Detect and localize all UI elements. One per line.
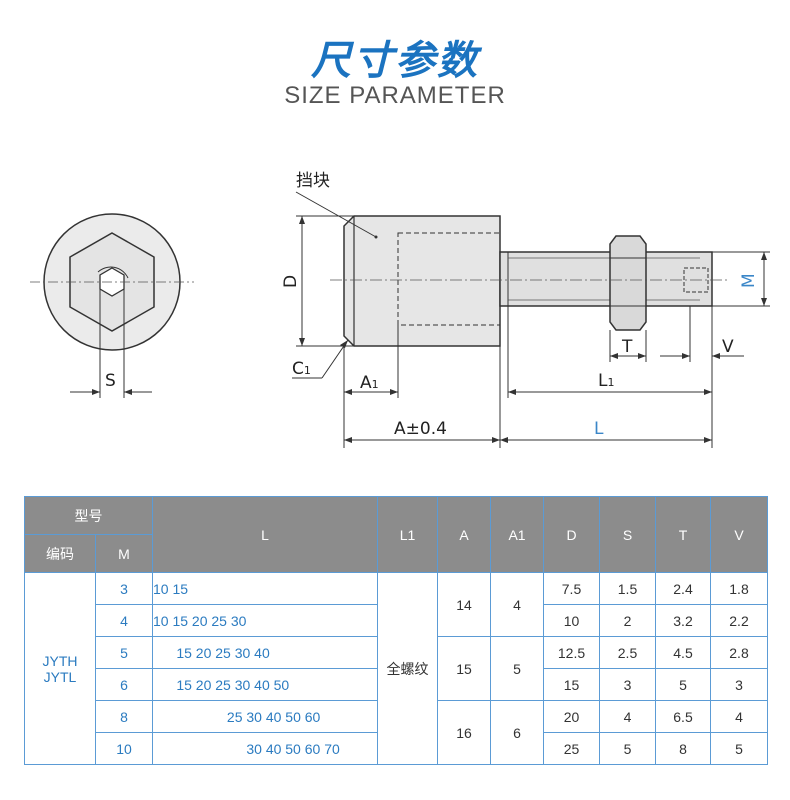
header-L1: L1 [377,496,438,573]
cell-S: 2 [599,604,656,637]
cell-T: 5 [655,668,711,701]
cell-T: 4.5 [655,636,711,669]
table-row: 6 15 20 25 30 40 50 15 3 5 3 [25,668,768,701]
page-title-cn: 尺寸参数 [311,38,479,84]
header-V: V [710,496,768,573]
cell-A1: 6 [490,700,544,765]
cell-S: 5 [599,732,656,765]
cell-V: 1.8 [710,572,768,605]
cell-A1: 5 [490,636,544,701]
threaded-shaft [499,251,713,307]
cell-A: 15 [437,636,491,701]
label-L: L [594,419,604,439]
page-title-en: SIZE PARAMETER [284,82,506,109]
header-L: L [152,496,378,573]
cell-V: 2.2 [710,604,768,637]
side-view [330,215,730,347]
cell-T: 6.5 [655,700,711,733]
cell-D: 15 [543,668,600,701]
cell-T: 2.4 [655,572,711,605]
cell-L: 25 30 40 50 60 [152,700,378,733]
cell-D: 10 [543,604,600,637]
header-D: D [543,496,600,573]
cell-M: 5 [95,636,153,669]
cell-A: 16 [437,700,491,765]
table-row: 8 25 30 40 50 60 16 6 20 4 6.5 4 [25,700,768,765]
label-T: T [621,337,633,357]
label-A: A±0.4 [394,419,447,439]
hex-socket [99,267,125,297]
cell-D: 12.5 [543,636,600,669]
cell-L: 10 15 [152,572,378,605]
cell-S: 3 [599,668,656,701]
cell-A1: 4 [490,572,544,637]
table-row: 10 30 40 50 60 70 25 5 8 5 [25,732,768,765]
cell-M: 8 [95,700,153,733]
cell-L: 15 20 25 30 40 [152,636,378,669]
label-V: V [722,337,734,357]
header-T: T [655,496,711,573]
cell-A: 14 [437,572,491,637]
cell-V: 5 [710,732,768,765]
technical-drawing: S 挡块 D C1 A1 [30,171,770,448]
table-row: 5 15 20 25 30 40 15 5 12.5 2.5 4.5 2.8 [25,636,768,701]
label-D: D [281,275,301,288]
label-A1: A1 [360,373,379,393]
label-block: 挡块 [296,171,330,191]
cell-L: 10 15 20 25 30 [152,604,378,637]
cell-D: 25 [543,732,600,765]
cell-S: 1.5 [599,572,656,605]
block-body [343,215,501,347]
cell-L: 30 40 50 60 70 [152,732,378,765]
cell-M: 4 [95,604,153,637]
header-S: S [599,496,656,573]
cell-M: 6 [95,668,153,701]
header-model: 型号 [24,496,153,535]
label-M: M [739,273,759,288]
header-code: 编码 [24,534,96,573]
header-M: M [95,534,153,573]
cell-T: 8 [655,732,711,765]
cell-T: 3.2 [655,604,711,637]
cell-V: 3 [710,668,768,701]
end-view [30,213,194,398]
cell-V: 4 [710,700,768,733]
label-C1: C1 [292,359,311,379]
lock-nut [609,235,647,331]
cell-L: 15 20 25 30 40 50 [152,668,378,701]
cell-L1: 全螺纹 [377,572,438,765]
cell-S: 2.5 [599,636,656,669]
cell-M: 3 [95,572,153,605]
label-S: S [105,371,116,391]
cell-S: 4 [599,700,656,733]
cell-D: 20 [543,700,600,733]
cell-M: 10 [95,732,153,765]
header-A: A [437,496,491,573]
cell-V: 2.8 [710,636,768,669]
label-L1: L1 [598,371,614,391]
cell-D: 7.5 [543,572,600,605]
header-A1: A1 [490,496,544,573]
